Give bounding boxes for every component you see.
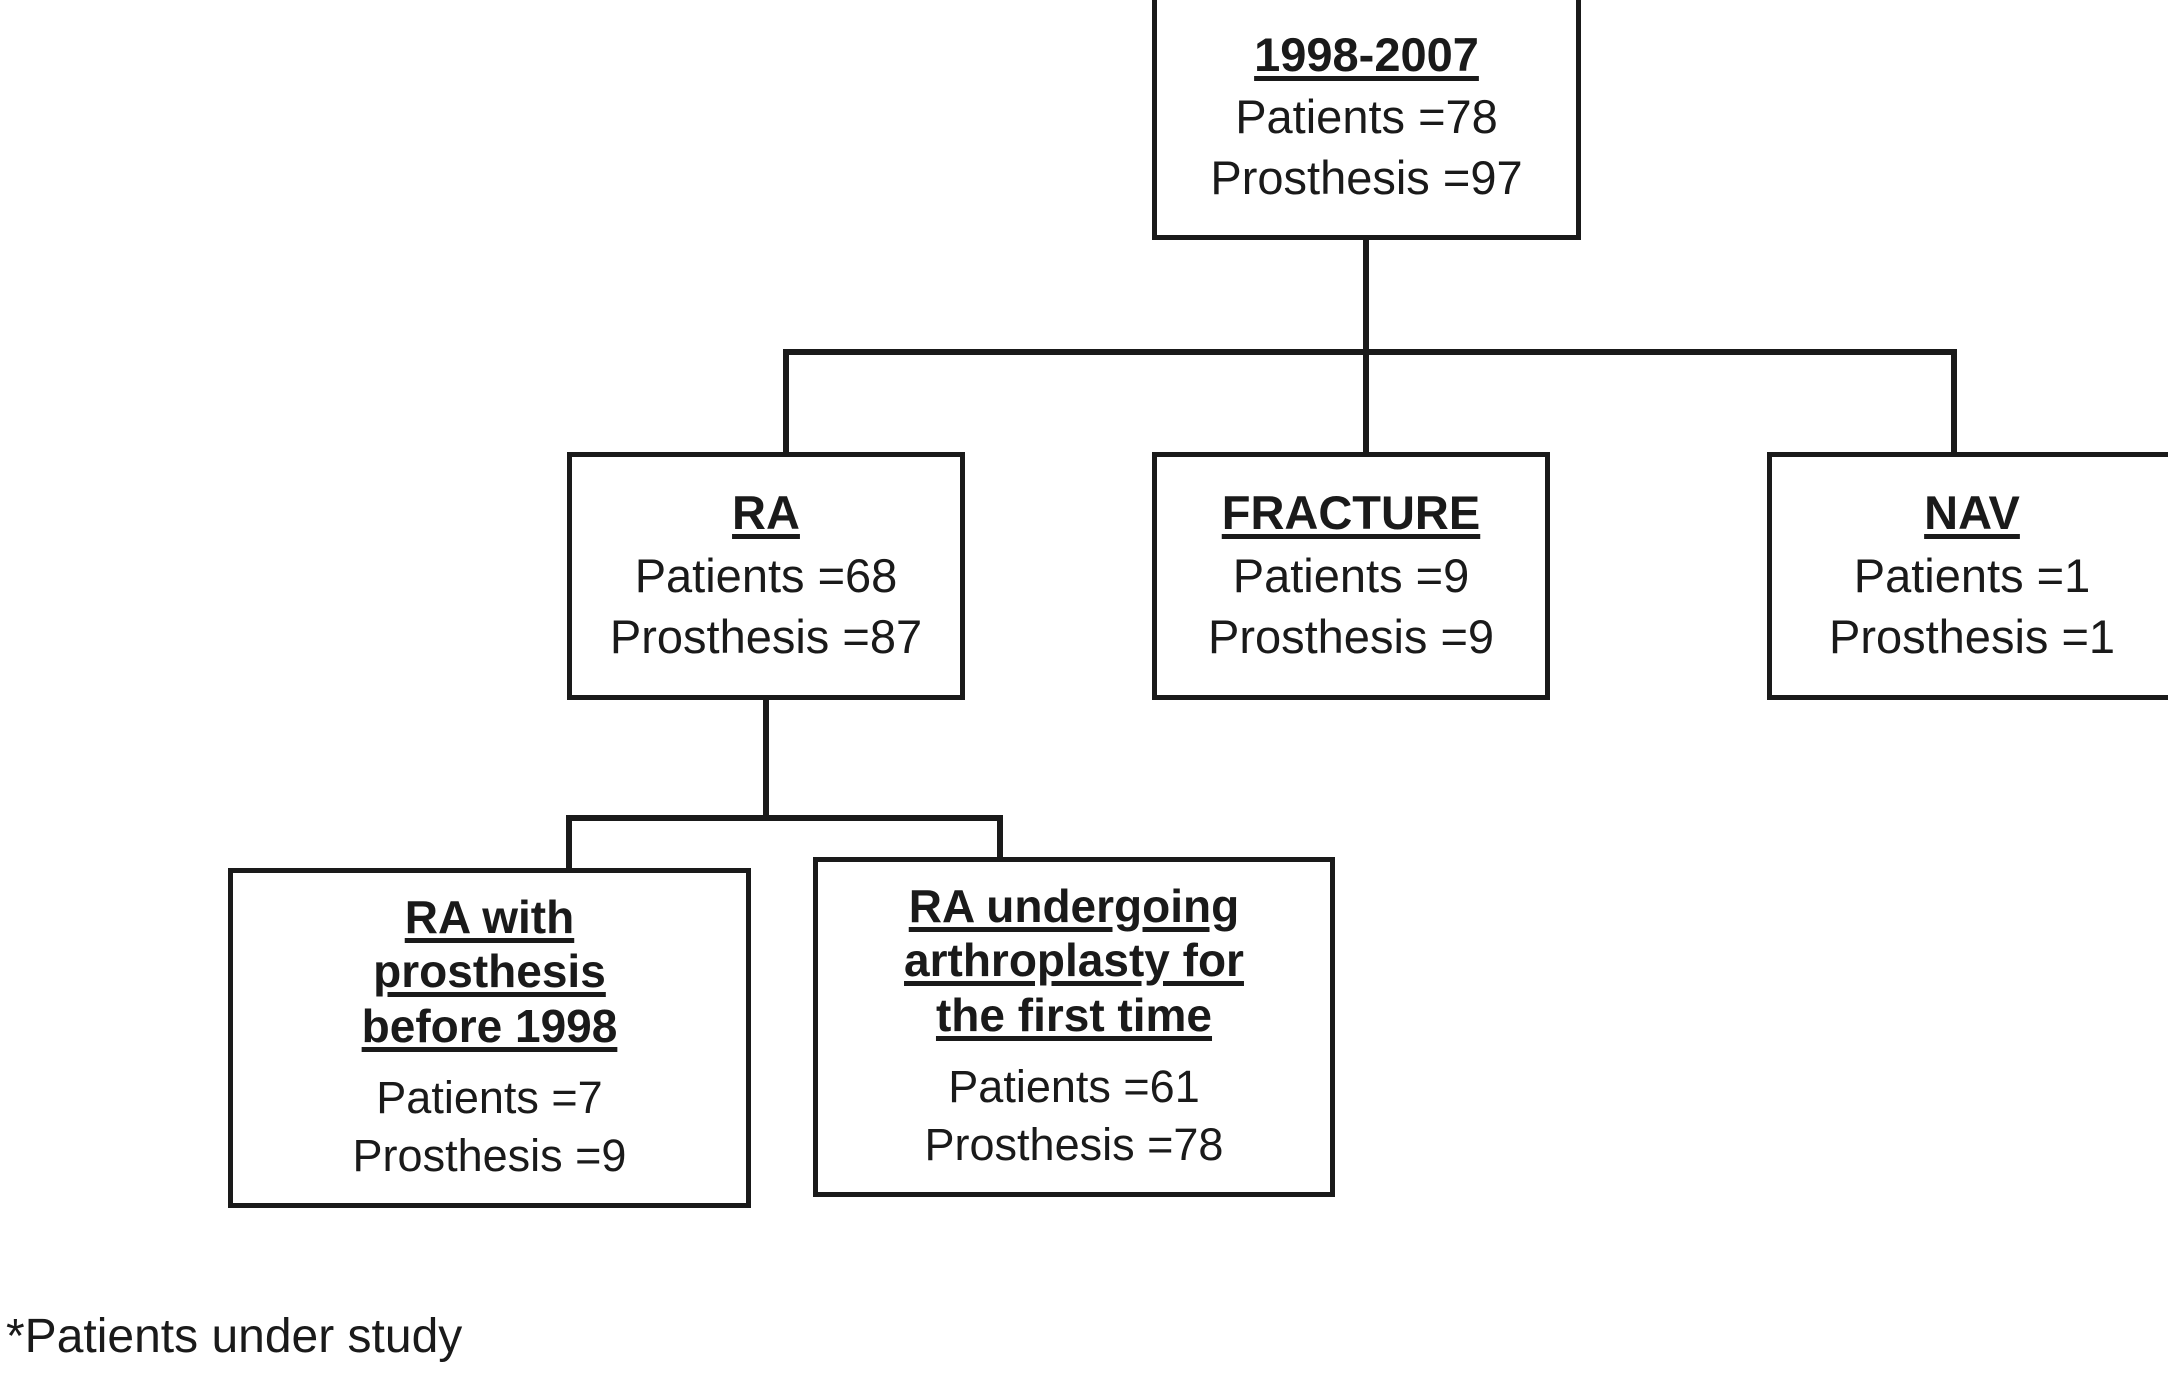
- node-root-title: 1998-2007: [1254, 27, 1479, 81]
- connector-ra-stem: [763, 700, 769, 818]
- node-ra-before-1998-patients: Patients =7: [376, 1071, 603, 1123]
- node-ra[interactable]: RA Patients =68 Prosthesis =87: [567, 452, 965, 700]
- node-ra-patients: Patients =68: [634, 548, 898, 602]
- node-nav-patients: Patients =1: [1853, 548, 2091, 602]
- node-fracture-prosthesis: Prosthesis =9: [1207, 609, 1495, 663]
- connector-tier1-bus: [783, 349, 1957, 355]
- node-ra-title: RA: [732, 486, 800, 540]
- node-ra-before-1998-prosthesis: Prosthesis =9: [352, 1130, 627, 1182]
- node-ra-before-1998-title: RA with prosthesis before 1998: [361, 891, 618, 1052]
- node-ra-first-time-prosthesis: Prosthesis =78: [924, 1119, 1224, 1171]
- node-ra-first-time-title: RA undergoing arthroplasty for the first…: [904, 880, 1244, 1041]
- node-root-patients: Patients =78: [1235, 90, 1498, 144]
- node-ra-before-1998[interactable]: RA with prosthesis before 1998 Patients …: [228, 868, 751, 1208]
- connector-drop-ra: [783, 349, 789, 454]
- connector-drop-nav: [1951, 349, 1957, 454]
- connector-root-stem: [1363, 240, 1369, 354]
- connector-drop-fracture: [1363, 349, 1369, 454]
- node-nav-prosthesis: Prosthesis =1: [1828, 609, 2116, 663]
- connector-drop-ra-first-time: [997, 815, 1003, 875]
- node-ra-prosthesis: Prosthesis =87: [609, 609, 923, 663]
- connector-tier2-bus: [566, 815, 1003, 821]
- node-root[interactable]: 1998-2007 Patients =78 Prosthesis =97: [1152, 0, 1581, 240]
- connector-drop-ra-before-1998: [566, 815, 572, 875]
- node-fracture-patients: Patients =9: [1232, 548, 1470, 602]
- node-nav[interactable]: NAV Patients =1 Prosthesis =1: [1767, 452, 2168, 700]
- node-fracture[interactable]: FRACTURE Patients =9 Prosthesis =9: [1152, 452, 1550, 700]
- node-root-prosthesis: Prosthesis =97: [1210, 151, 1523, 205]
- node-ra-first-time-patients: Patients =61: [948, 1060, 1200, 1112]
- footnote-patients-under-study: *Patients under study: [6, 1310, 463, 1363]
- node-fracture-title: FRACTURE: [1221, 486, 1481, 540]
- node-ra-first-time[interactable]: RA undergoing arthroplasty for the first…: [813, 857, 1335, 1197]
- node-nav-title: NAV: [1924, 486, 2020, 540]
